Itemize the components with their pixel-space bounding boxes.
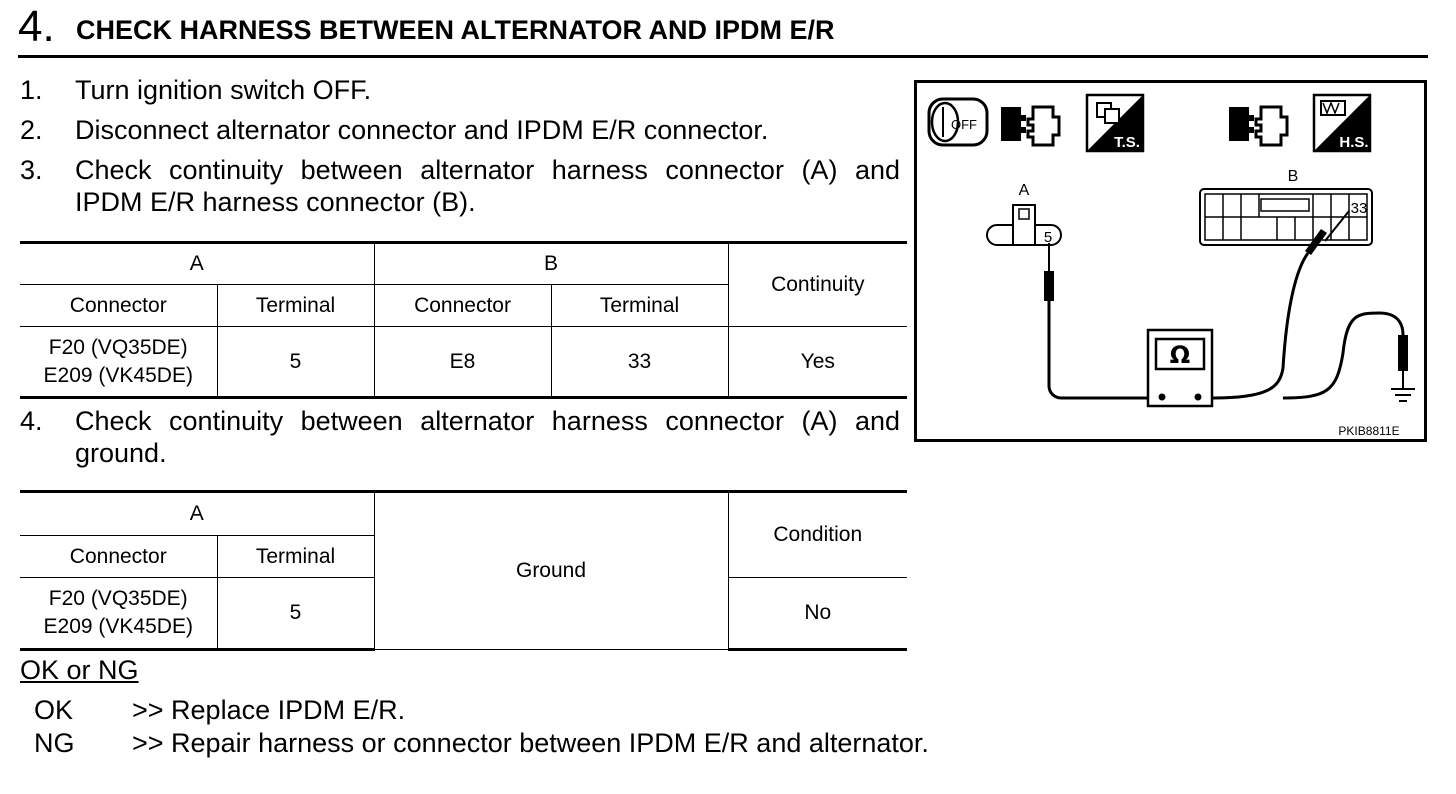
instruction-text-line: IPDM E/R harness connector (B). xyxy=(75,187,476,217)
instruction-text-line: Check continuity between alternator harn… xyxy=(75,406,900,436)
connector-b: 33 xyxy=(1199,188,1373,246)
hs-label: H.S. xyxy=(1339,134,1368,151)
instruction-number: 4. xyxy=(20,406,43,436)
ground-cell: Ground xyxy=(373,490,729,650)
hs-icon: H.S. xyxy=(1312,93,1372,153)
group-b-header: B xyxy=(373,241,729,285)
instruction-item: 3. Check continuity between alternator h… xyxy=(20,154,900,218)
ng-key: NG xyxy=(34,728,75,758)
connector-a: 5 xyxy=(986,204,1062,246)
continuity-table-ground: A Ground Condition Connector Terminal F2… xyxy=(20,490,908,651)
instruction-text-line: ground. xyxy=(75,438,167,468)
connector-vq35de: F20 (VQ35DE) xyxy=(48,335,188,359)
table-row: F20 (VQ35DE) E209 (VK45DE) 5 E8 33 Yes xyxy=(20,326,908,399)
a-connector-cell: F20 (VQ35DE) E209 (VK45DE) xyxy=(20,577,218,651)
col-terminal: Terminal xyxy=(216,284,375,327)
instruction-item: 2. Disconnect alternator connector and I… xyxy=(20,114,900,146)
col-connector: Connector xyxy=(20,535,218,578)
col-connector: Connector xyxy=(373,284,552,327)
pin-b-label: 33 xyxy=(1351,200,1368,217)
connector-disconnect-icon xyxy=(1229,105,1289,147)
instruction-item: 4. Check continuity between alternator h… xyxy=(20,405,900,469)
b-connector-cell: E8 xyxy=(373,326,552,399)
col-terminal: Terminal xyxy=(550,284,729,327)
a-terminal-cell: 5 xyxy=(216,577,375,651)
continuity-table-b: A B Continuity Connector Terminal Connec… xyxy=(20,241,908,399)
ohmmeter-icon: Ω xyxy=(1146,328,1214,408)
instruction-text: Turn ignition switch OFF. xyxy=(75,75,372,105)
table-row: F20 (VQ35DE) E209 (VK45DE) 5 No xyxy=(20,577,908,651)
step-title: CHECK HARNESS BETWEEN ALTERNATOR AND IPD… xyxy=(76,15,835,45)
step-number: 4. xyxy=(18,2,55,51)
connector-a-label: A xyxy=(1019,182,1030,199)
instruction-item: 1. Turn ignition switch OFF. xyxy=(20,74,900,106)
connector-vk45de: E209 (VK45DE) xyxy=(43,363,193,387)
ohm-symbol: Ω xyxy=(1170,341,1190,369)
ts-icon: T.S. xyxy=(1085,93,1145,153)
col-connector: Connector xyxy=(20,284,218,327)
ground-symbol-icon xyxy=(1391,388,1415,402)
instruction-number: 3. xyxy=(20,155,43,185)
result-header: Condition xyxy=(727,490,908,578)
instruction-number: 1. xyxy=(20,75,43,105)
ok-ng-heading: OK or NG xyxy=(20,655,139,685)
wiring-figure: OFF T.S. H.S. A xyxy=(914,80,1427,442)
figure-id: PKIB8811E xyxy=(1338,424,1399,438)
off-text: OFF xyxy=(951,117,977,132)
instruction-text-line: Check continuity between alternator harn… xyxy=(75,155,900,185)
connector-b-label: B xyxy=(1288,168,1299,185)
ok-action: >> Replace IPDM E/R. xyxy=(132,695,406,725)
pin-a-label: 5 xyxy=(1044,229,1052,246)
ng-action: >> Repair harness or connector between I… xyxy=(132,728,929,758)
a-connector-cell: F20 (VQ35DE) E209 (VK45DE) xyxy=(20,326,218,399)
step-header: 4. CHECK HARNESS BETWEEN ALTERNATOR AND … xyxy=(18,0,1428,58)
test-leads xyxy=(1044,210,1408,400)
instruction-list: 1. Turn ignition switch OFF. 2. Disconne… xyxy=(20,74,900,226)
instruction-number: 2. xyxy=(20,115,43,145)
result-cell: Yes xyxy=(727,326,908,399)
ignition-key-icon: OFF xyxy=(927,97,989,147)
a-terminal-cell: 5 xyxy=(216,326,375,399)
ts-label: T.S. xyxy=(1114,134,1140,151)
instruction-list-2: 4. Check continuity between alternator h… xyxy=(20,405,900,477)
connector-disconnect-icon xyxy=(1001,105,1061,147)
b-terminal-cell: 33 xyxy=(550,326,729,399)
col-terminal: Terminal xyxy=(216,535,375,578)
connector-vk45de: E209 (VK45DE) xyxy=(43,615,193,638)
wiring-diagram: OFF T.S. H.S. A xyxy=(927,93,1415,438)
ok-key: OK xyxy=(34,695,74,725)
connector-vq35de: F20 (VQ35DE) xyxy=(48,587,188,610)
result-cell: No xyxy=(727,577,908,651)
group-a-header: A xyxy=(20,490,375,536)
instruction-text: Disconnect alternator connector and IPDM… xyxy=(75,115,769,145)
result-header: Continuity xyxy=(727,241,908,327)
group-a-header: A xyxy=(20,241,375,285)
